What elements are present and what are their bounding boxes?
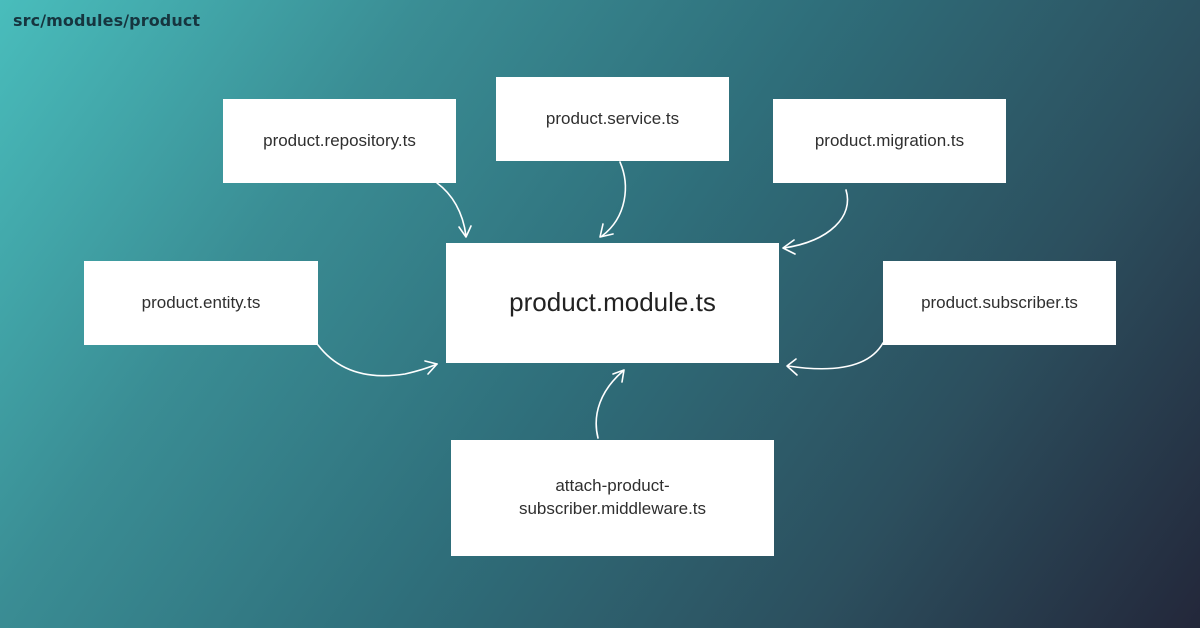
file-box-repository: product.repository.ts [223,99,456,183]
arrow-service-to-module [599,161,627,238]
module-label: product.module.ts [509,287,716,318]
file-box-subscriber: product.subscriber.ts [883,261,1116,345]
file-box-entity: product.entity.ts [84,261,318,345]
file-label-middleware-line2: subscriber.middleware.ts [518,499,707,518]
file-label-subscriber: product.subscriber.ts [921,292,1078,312]
arrow-middleware-to-module [595,369,625,439]
file-label-entity: product.entity.ts [141,292,261,312]
arrow-subscriber-to-module [786,342,884,376]
file-label-middleware: attach-product- subscriber.middleware.ts [519,475,706,521]
arrow-repository-to-module [436,182,472,238]
file-label-repository: product.repository.ts [263,130,416,150]
arrow-entity-to-module [317,344,438,377]
module-box: product.module.ts [446,243,779,363]
arrow-migration-to-module [782,189,849,255]
file-label-middleware-line1: attach-product- [555,476,670,496]
module-path-title: src/modules/product [13,11,201,30]
file-box-middleware: attach-product- subscriber.middleware.ts [451,440,774,556]
file-box-migration: product.migration.ts [773,99,1006,183]
file-label-service: product.service.ts [545,108,680,128]
file-label-migration: product.migration.ts [814,130,965,150]
file-box-service: product.service.ts [496,77,729,161]
